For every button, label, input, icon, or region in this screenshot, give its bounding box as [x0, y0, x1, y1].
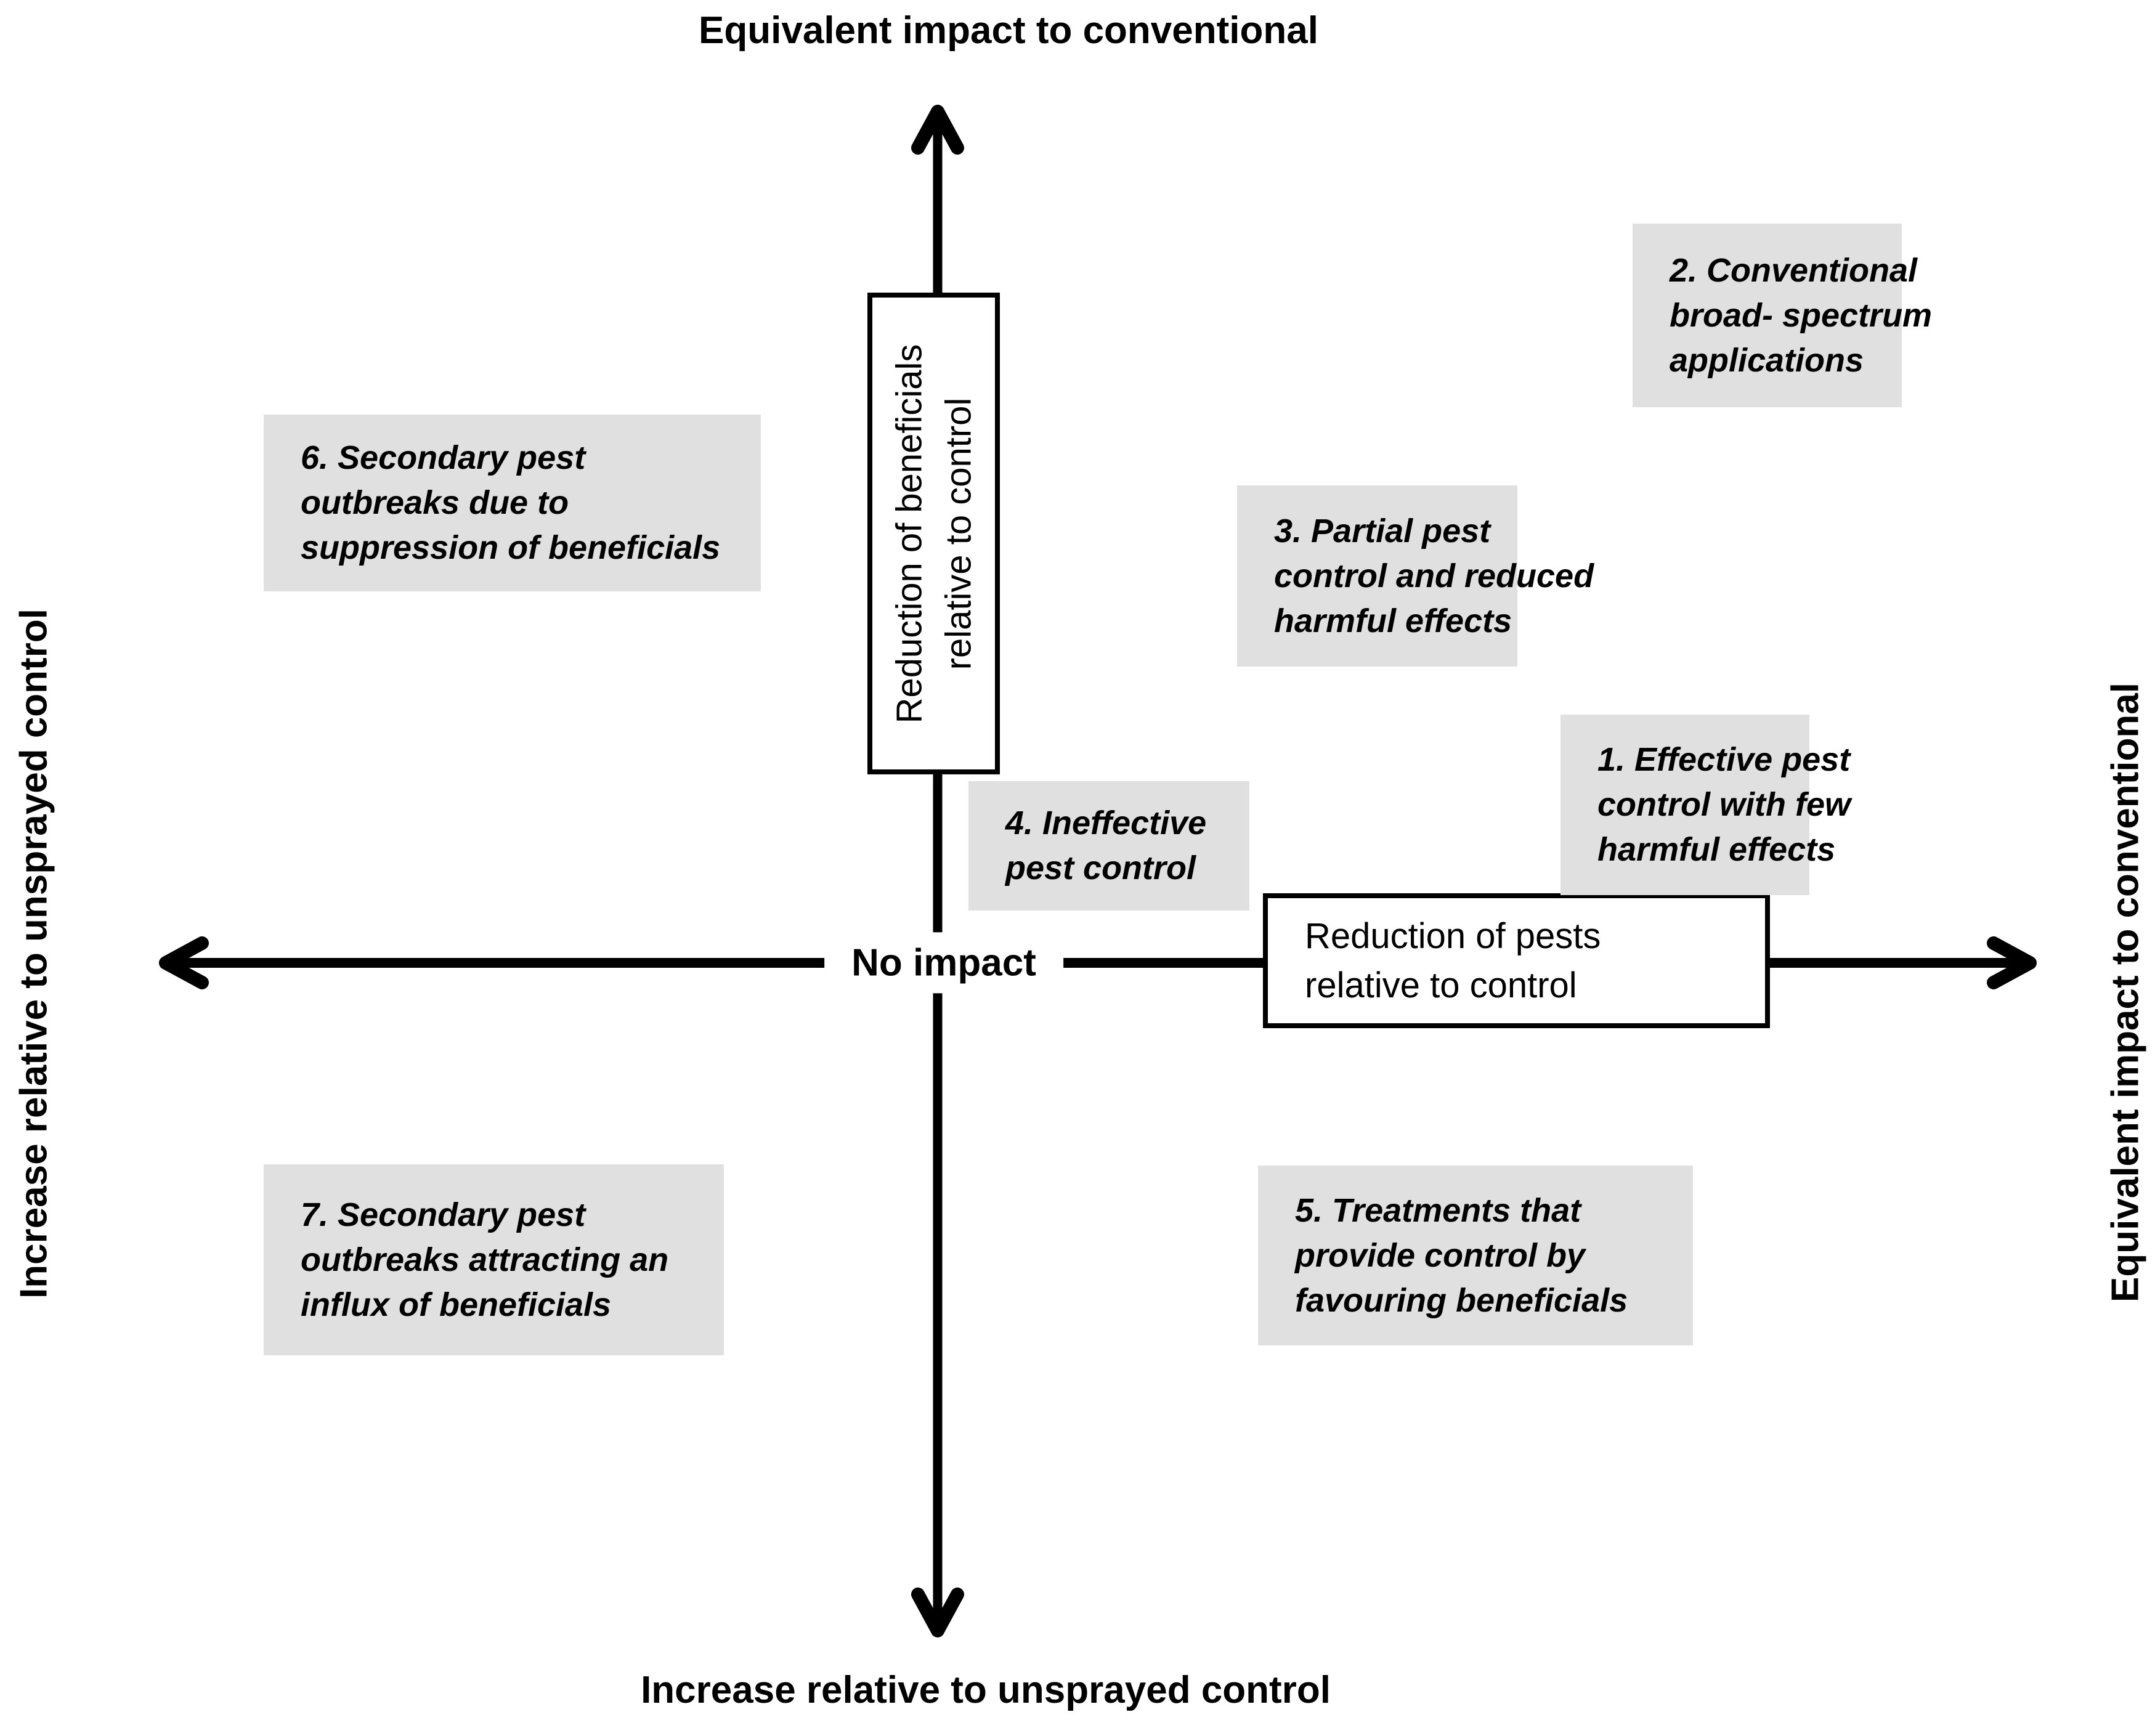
note-5-line1: 5. Treatments that	[1295, 1191, 1581, 1229]
top-axis-label: Equivalent impact to conventional	[699, 9, 1318, 52]
horizontal-axis-title-line1: Reduction of pests	[1305, 915, 1601, 956]
vertical-axis-title-line1: Reduction of beneficials	[888, 344, 929, 723]
left-arrowhead-icon	[159, 936, 209, 989]
note-1-line2: control with few	[1597, 786, 1851, 823]
bottom-axis-label: Increase relative to unsprayed control	[641, 1669, 1331, 1711]
note-2-line2: broad- spectrum	[1670, 296, 1933, 334]
up-arrowhead-icon	[911, 105, 964, 155]
note-1-line3: harmful effects	[1597, 831, 1836, 868]
note-3-line3: harmful effects	[1274, 602, 1512, 639]
horizontal-axis-title-box: Reduction of pests relative to control	[1263, 893, 1770, 1028]
note-box-6: 6. Secondary pest outbreaks due to suppr…	[264, 415, 761, 591]
vertical-axis-title-box: Reduction of beneficials relative to con…	[867, 293, 1000, 774]
horizontal-axis-title-line2: relative to control	[1305, 965, 1577, 1005]
note-box-7: 7. Secondary pest outbreaks attracting a…	[264, 1164, 724, 1355]
note-5-line3: favouring beneficials	[1295, 1281, 1628, 1319]
note-box-4: 4. Ineffective pest control	[968, 781, 1249, 911]
right-axis-label: Equivalent impact to conventional	[2104, 683, 2147, 1302]
horizontal-axis-title: Reduction of pests relative to control	[1268, 912, 1601, 1010]
note-4-line1: 4. Ineffective	[1005, 805, 1207, 842]
note-2-line3: applications	[1670, 341, 1864, 379]
note-1-line1: 1. Effective pest	[1597, 741, 1851, 778]
right-arrowhead-icon	[1987, 936, 2037, 989]
left-axis-label: Increase relative to unsprayed control	[12, 609, 55, 1299]
note-5-line2: provide control by	[1295, 1236, 1586, 1274]
vertical-axis-title-line2: relative to control	[938, 397, 978, 670]
note-7-line3: influx of beneficials	[301, 1286, 612, 1323]
note-6-line1: 6. Secondary pest	[301, 439, 586, 476]
note-3-line1: 3. Partial pest	[1274, 512, 1491, 550]
vertical-axis-title: Reduction of beneficials relative to con…	[872, 298, 995, 769]
note-3-line2: control and reduced	[1274, 557, 1594, 594]
note-box-1: 1. Effective pest control with few harmf…	[1560, 715, 1851, 895]
note-box-3: 3. Partial pest control and reduced harm…	[1237, 485, 1594, 667]
note-2-line1: 2. Conventional	[1670, 251, 1918, 289]
note-4-line2: pest control	[1005, 850, 1196, 886]
note-box-5: 5. Treatments that provide control by fa…	[1258, 1166, 1693, 1345]
note-7-line2: outbreaks attracting an	[301, 1241, 669, 1278]
note-box-2: 2. Conventional broad- spectrum applicat…	[1633, 224, 1933, 407]
note-6-line2: outbreaks due to	[301, 484, 569, 521]
note-6-line3: suppression of beneficials	[301, 529, 721, 566]
origin-no-impact-label: No impact	[824, 932, 1063, 994]
note-7-line1: 7. Secondary pest	[301, 1196, 586, 1233]
down-arrowhead-icon	[911, 1588, 964, 1637]
